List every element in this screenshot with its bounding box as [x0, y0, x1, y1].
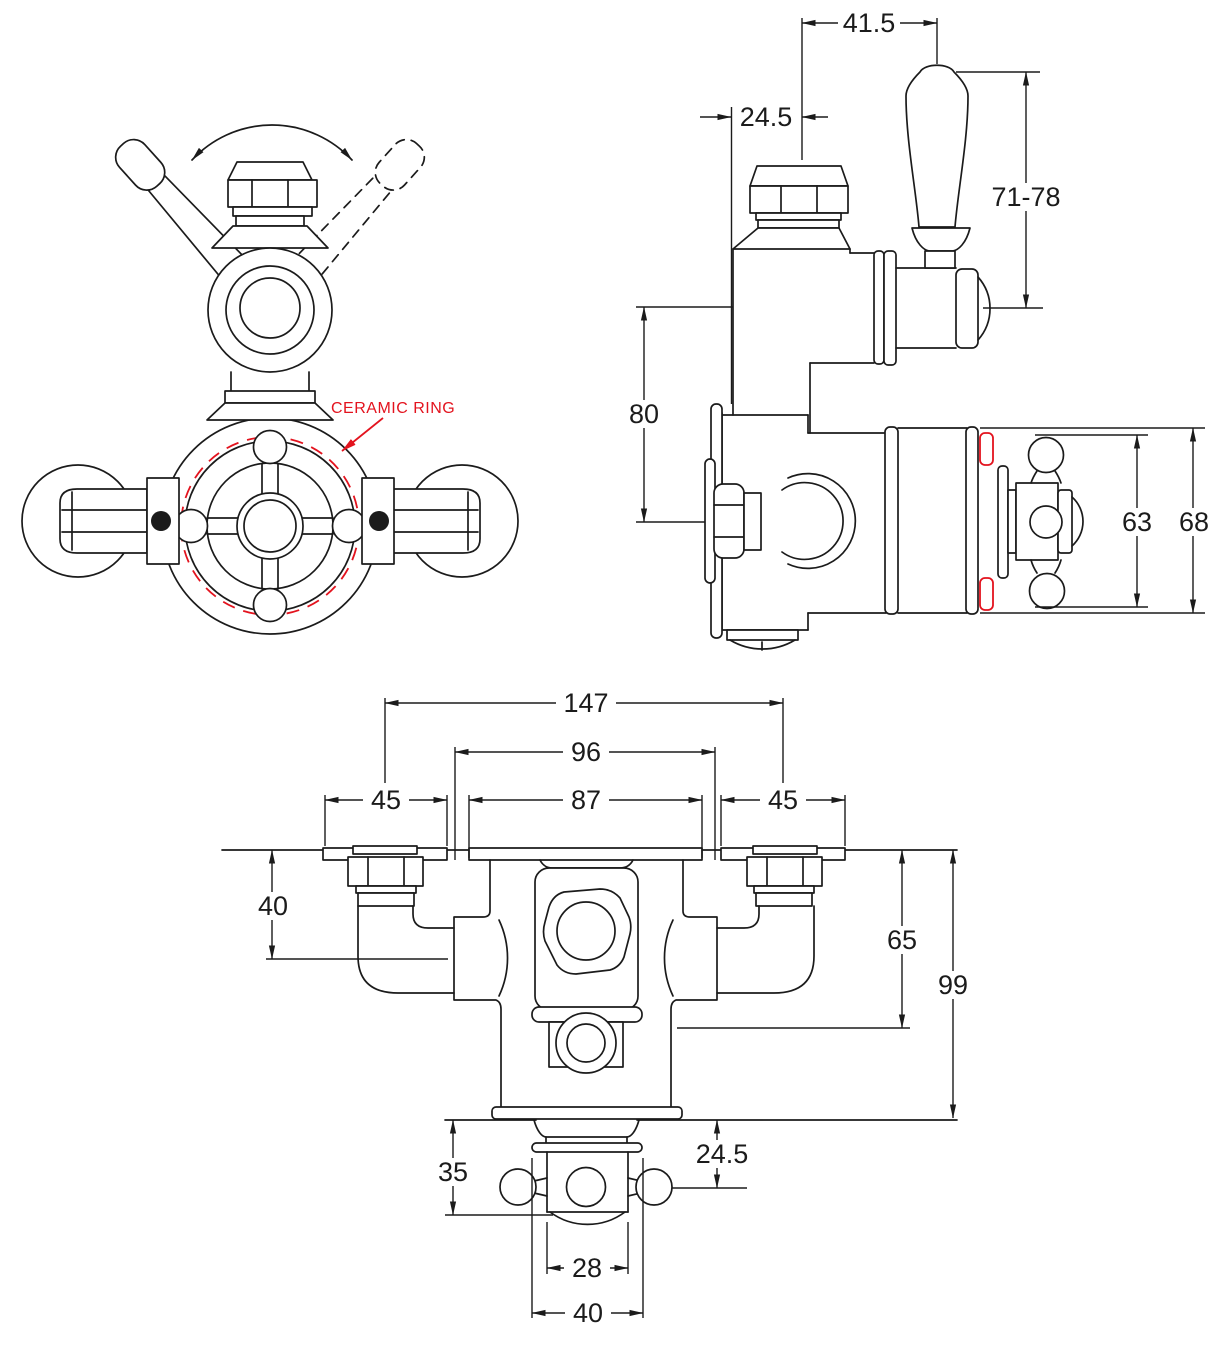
fixing-dot-right: [369, 511, 389, 531]
red-clip-top: [979, 432, 994, 466]
cartridge-nut: [542, 888, 632, 975]
dim-label-87: 87: [571, 785, 601, 815]
wheel-hub: [236, 492, 304, 560]
wheel-knob-top: [252, 429, 288, 465]
dim-label-41-5: 41.5: [843, 8, 896, 38]
side-lever-handle: [905, 64, 971, 269]
side-dimensions: 41.5 24.5 71-78 80 63 68: [621, 8, 1217, 614]
dim-label-28: 28: [572, 1253, 602, 1283]
wheel-spokes: [206, 463, 334, 590]
bottom-outlet: [555, 1012, 617, 1074]
rear-control-handle: [499, 1119, 673, 1226]
dim-label-45-left: 45: [371, 785, 401, 815]
left-union-front: [21, 464, 180, 578]
rear-valve-body: [453, 859, 718, 1120]
side-knob-top: [1027, 436, 1065, 474]
top-outlet-nut-front: [211, 161, 329, 249]
control-knob-center: [565, 1166, 607, 1208]
dim-label-63: 63: [1122, 507, 1152, 537]
dim-label-71-78: 71-78: [991, 182, 1060, 212]
rear-right-union: [716, 845, 823, 994]
cross-handle-wheel: [173, 429, 367, 623]
dim-label-147: 147: [563, 688, 608, 718]
lever-handle-dashed: [287, 138, 426, 288]
right-union-front: [361, 464, 519, 578]
dim-label-24-5-rear: 24.5: [696, 1139, 749, 1169]
control-knob-right: [635, 1168, 673, 1206]
side-body: [722, 414, 994, 651]
side-view: 41.5 24.5 71-78 80 63 68: [621, 8, 1217, 651]
dim-label-99: 99: [938, 970, 968, 1000]
fixing-dot-left: [151, 511, 171, 531]
ceramic-ring-arrow: [341, 417, 384, 452]
dim-label-40-height: 40: [258, 891, 288, 921]
side-knob-bottom: [1028, 572, 1066, 610]
dim-label-96: 96: [571, 737, 601, 767]
side-top-outlet: [732, 165, 875, 434]
center-escutcheon: [468, 847, 703, 861]
side-knob-middle: [1029, 505, 1063, 539]
wheel-knob-right: [331, 508, 367, 544]
dim-label-45-right: 45: [768, 785, 798, 815]
dim-label-35: 35: [438, 1157, 468, 1187]
rear-left-union: [347, 845, 455, 994]
rotation-arc-arrow: [191, 124, 353, 161]
rear-dimensions: 147 96 87 45 45 40: [250, 688, 976, 1328]
front-view: CERAMIC RING: [21, 124, 519, 635]
side-lever-arm: [873, 250, 991, 366]
wheel-knob-bottom: [252, 587, 288, 623]
rear-view: 147 96 87 45 45 40: [221, 688, 976, 1328]
dim-label-40-width: 40: [573, 1298, 603, 1328]
dim-label-80: 80: [629, 399, 659, 429]
side-inlet-union: [704, 458, 857, 584]
control-knob-left: [499, 1168, 537, 1206]
dim-label-65: 65: [887, 925, 917, 955]
red-clip-bottom: [979, 577, 994, 611]
dim-label-24-5-side: 24.5: [740, 102, 793, 132]
lever-boss: [206, 247, 334, 421]
ceramic-ring-label: CERAMIC RING: [331, 400, 455, 417]
dim-label-68: 68: [1179, 507, 1209, 537]
side-cross-handle: [997, 436, 1084, 610]
